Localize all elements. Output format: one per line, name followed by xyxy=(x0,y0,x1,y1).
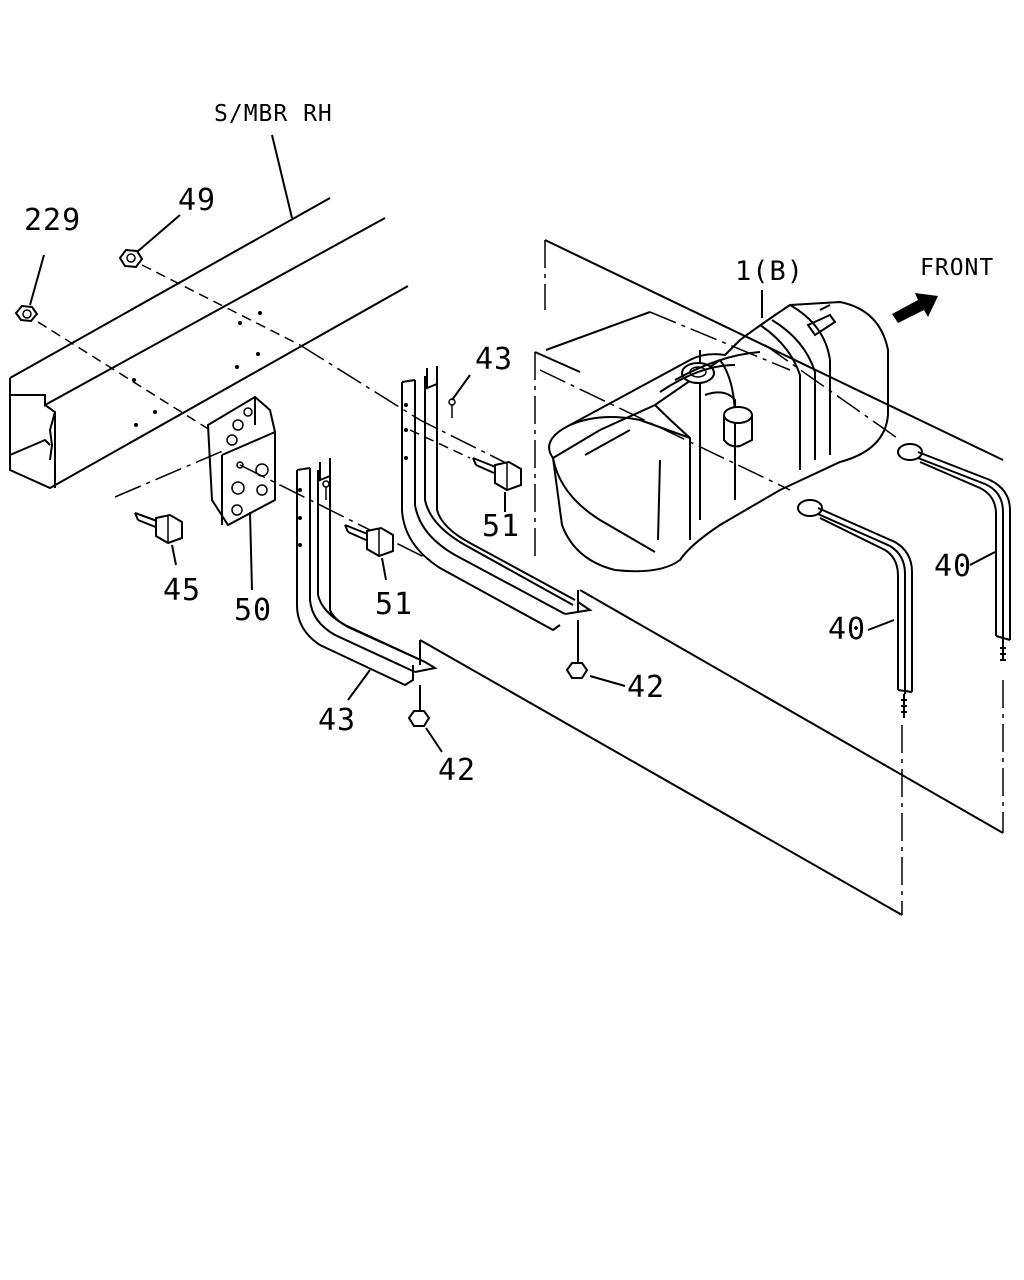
bolt-45 xyxy=(134,512,183,566)
nut-42-right xyxy=(565,620,626,687)
bolt-51-lower xyxy=(344,524,394,581)
part-number-43-upper: 43 xyxy=(475,342,514,377)
part-number-40-mid: 40 xyxy=(828,612,867,647)
bolt-51-upper xyxy=(472,457,522,512)
part-number-42-right: 42 xyxy=(627,670,666,705)
part-number-49: 49 xyxy=(178,183,217,218)
bracket-50 xyxy=(206,395,276,591)
fuel-tank-1b xyxy=(548,300,889,573)
tank-band-40-mid xyxy=(797,499,913,718)
side-member-label: S/MBR RH xyxy=(214,101,333,127)
side-member-rail xyxy=(9,197,409,490)
front-direction-label: FRONT xyxy=(920,255,995,281)
part-number-42-left: 42 xyxy=(438,753,477,788)
part-number-50: 50 xyxy=(234,593,273,628)
part-number-45: 45 xyxy=(163,573,202,608)
part-number-43-lower: 43 xyxy=(318,703,357,738)
front-arrow-icon xyxy=(892,293,938,323)
part-number-1b: 1(B) xyxy=(735,256,805,287)
part-number-51-upper: 51 xyxy=(482,509,521,544)
part-number-40-right: 40 xyxy=(934,549,973,584)
tank-band-bracket-43-upper xyxy=(401,366,593,632)
tank-band-40-right xyxy=(897,443,1011,661)
part-number-229: 229 xyxy=(24,203,82,238)
part-number-51-lower: 51 xyxy=(375,587,414,622)
nut-49 xyxy=(118,214,181,269)
tank-band-bracket-43-lower xyxy=(296,458,438,701)
nut-229 xyxy=(14,254,45,323)
nut-42-left xyxy=(407,685,443,753)
